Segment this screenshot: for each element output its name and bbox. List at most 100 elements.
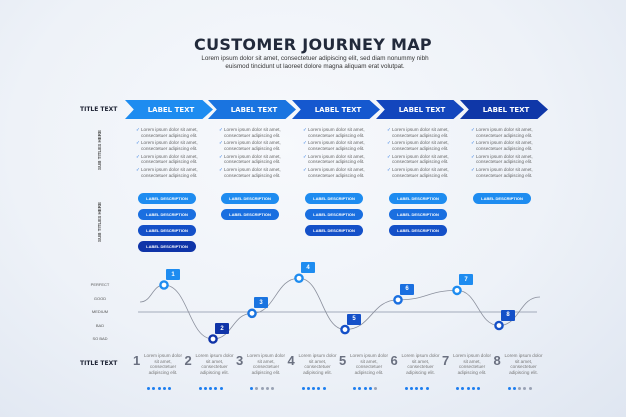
label-description-pill[interactable]: LABEL DESCRIPTION [305,193,363,204]
rating-dot [512,387,516,390]
rating-dot [162,387,166,390]
label-description-pill[interactable]: LABEL DESCRIPTION [389,225,447,236]
journey-point [294,273,304,284]
step-flag: 3 [254,297,268,309]
stage-chevron: LABEL TEXT [376,100,464,119]
label-description-pill[interactable]: LABEL DESCRIPTION [138,193,196,204]
rating-dot [523,387,527,390]
level-label: GOOD [93,295,107,301]
label-description-pill[interactable]: LABEL DESCRIPTION [305,225,363,236]
level-label: PERFECT [90,282,110,287]
step-rating [404,377,431,395]
step-flag: 1 [166,269,180,280]
rating-dot [265,387,269,390]
step-flag: 6 [400,283,414,295]
bullet-item: Lorem ipsum dolor sit amet, consectetuer… [303,140,375,151]
label-description-pill[interactable]: LABEL DESCRIPTION [473,193,531,204]
step-rating [301,377,328,395]
rating-dot [271,387,275,390]
row-label-title: TITLE TEXT [80,106,118,113]
step-flag: 5 [347,313,361,325]
label-description-pill[interactable]: LABEL DESCRIPTION [221,193,279,204]
label-description-pill[interactable]: LABEL DESCRIPTION [138,209,196,220]
label-description-pill[interactable]: LABEL DESCRIPTION [138,225,196,236]
rating-dot [518,387,522,390]
bullet-item: Lorem ipsum dolor sit amet, consectetuer… [471,127,543,138]
step-flag: 8 [501,309,515,321]
rating-dot [312,387,316,390]
rating-dot [152,387,156,390]
rating-dot [507,387,511,390]
rating-dot [250,387,253,390]
stage-chevron: LABEL TEXT [292,100,380,119]
bullet-item: Lorem ipsum dolor sit amet, consectetuer… [219,140,291,151]
bullet-item: Lorem ipsum dolor sit amet, consectetuer… [136,140,208,151]
rating-dot [301,387,305,390]
stage-bullets: Lorem ipsum dolor sit amet, consectetuer… [219,127,291,181]
rating-dot [420,387,424,390]
step-description: Lorem ipsum dolor sit amet, consectetuer… [298,353,337,375]
rating-dot [415,387,419,390]
bullet-item: Lorem ipsum dolor sit amet, consectetuer… [136,127,208,138]
step-description: Lorem ipsum dolor sit amet, consectetuer… [452,353,492,375]
rating-dot [219,387,223,390]
rating-dot [322,387,326,390]
label-description-pill[interactable]: LABEL DESCRIPTION [389,209,447,220]
rating-dot [466,387,470,390]
journey-point [247,308,257,319]
bullet-item: Lorem ipsum dolor sit amet, consectetuer… [303,167,375,178]
step-rating [250,377,276,395]
journey-curve [139,277,541,340]
label-description-pill[interactable]: LABEL DESCRIPTION [138,241,196,252]
step-number: 8 [493,353,501,368]
rating-dot [317,387,321,390]
rating-dot [157,387,161,390]
page-subtitle: Lorem ipsum dolor sit amet, consectetuer… [201,55,429,70]
step-number: 5 [339,353,347,368]
step-rating [147,377,173,395]
bullet-item: Lorem ipsum dolor sit amet, consectetuer… [136,154,208,165]
rating-dot [409,387,413,390]
label-description-pill[interactable]: LABEL DESCRIPTION [221,209,279,220]
rating-dot [358,387,362,390]
stage-bullets: Lorem ipsum dolor sit amet, consectetuer… [303,127,375,181]
stage-bullets: Lorem ipsum dolor sit amet, consectetuer… [471,127,543,181]
rating-dot [260,387,264,390]
stage-chevron: LABEL TEXT [208,100,296,119]
stage-bullets: Lorem ipsum dolor sit amet, consectetuer… [387,127,459,181]
step-description: Lorem ipsum dolor sit amet, consectetuer… [143,353,183,375]
journey-point [340,324,350,335]
step-description: Lorem ipsum dolor sit amet, consectetuer… [401,353,440,375]
step-rating [507,377,534,395]
bullet-item: Lorem ipsum dolor sit amet, consectetuer… [136,167,208,178]
step-number: 2 [184,353,192,368]
rating-dot [147,387,150,390]
journey-point [452,285,462,296]
step-number: 3 [236,353,244,368]
rating-dot [425,387,429,390]
row-label-title-bottom: TITLE TEXT [80,360,118,367]
bullet-item: Lorem ipsum dolor sit amet, consectetuer… [387,140,459,151]
level-label: BAD [95,322,105,328]
bullet-item: Lorem ipsum dolor sit amet, consectetuer… [219,167,291,178]
rating-dot [255,387,259,390]
bullet-item: Lorem ipsum dolor sit amet, consectetuer… [303,154,375,165]
step-flag: 7 [459,274,473,286]
step-rating [456,377,482,395]
stage-chevron: LABEL TEXT [460,100,548,119]
label-description-pill[interactable]: LABEL DESCRIPTION [389,193,447,204]
rating-dot [353,387,356,390]
step-description: Lorem ipsum dolor sit amet, consectetuer… [349,353,389,375]
page-title: CUSTOMER JOURNEY MAP [194,35,432,54]
rating-dot [404,387,408,390]
rating-dot [209,387,213,390]
bullet-item: Lorem ipsum dolor sit amet, consectetuer… [219,127,291,138]
journey-point [494,320,504,331]
stage-bullets: Lorem ipsum dolor sit amet, consectetuer… [136,127,208,181]
level-label: MEDIUM [91,309,109,314]
step-description: Lorem ipsum dolor sit amet, consectetuer… [504,353,543,375]
rating-dot [306,387,310,390]
label-description-pill[interactable]: LABEL DESCRIPTION [305,209,363,220]
bullet-item: Lorem ipsum dolor sit amet, consectetuer… [303,127,375,138]
